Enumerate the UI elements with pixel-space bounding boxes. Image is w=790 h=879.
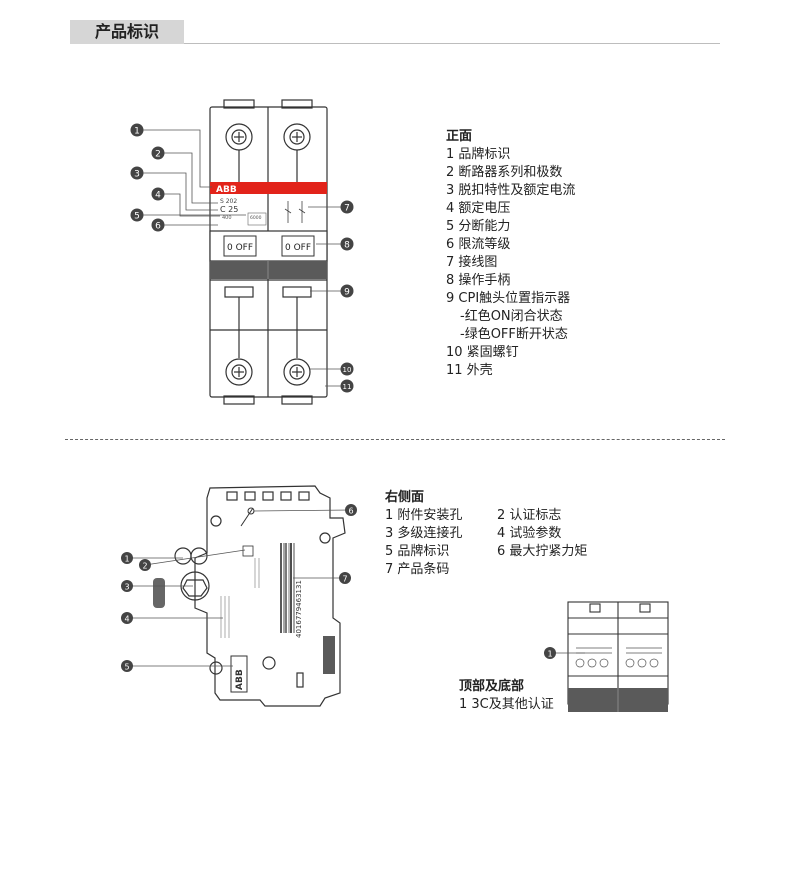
callout-9: 9 <box>340 284 354 298</box>
side-view-diagram: ABB 4016779463131 1 2 3 4 5 6 7 <box>121 485 357 707</box>
svg-text:5: 5 <box>134 212 140 222</box>
torque-icon <box>240 507 255 527</box>
callout-2: 2 <box>151 146 165 160</box>
side-legend-title: 右侧面 <box>385 490 425 505</box>
callout-4: 4 <box>151 187 165 201</box>
svg-text:1: 1 <box>134 127 140 137</box>
bottom-screw-right <box>283 297 311 386</box>
legend-item: 9 CPI触头位置指示器 <box>446 291 571 306</box>
svg-text:4: 4 <box>155 191 161 201</box>
svg-text:6: 6 <box>348 507 353 516</box>
legend-item: 4 额定电压 <box>446 201 511 216</box>
test-parameters <box>220 558 260 638</box>
top-screw-right <box>283 123 311 183</box>
header-rule <box>184 43 720 44</box>
side-leader-lines <box>127 509 352 667</box>
callout-5: 5 <box>130 208 144 222</box>
legend-item: 1 附件安装孔 <box>385 508 463 523</box>
top-bottom-view-diagram: 1 <box>544 601 669 712</box>
legend-item: 5 分断能力 <box>446 219 511 234</box>
side-lever <box>323 636 335 674</box>
side-clip <box>153 578 165 608</box>
legend-item: 6 最大拧紧力矩 <box>497 544 588 559</box>
legend-item: 2 认证标志 <box>497 508 562 523</box>
barcode-digits: 4016779463131 <box>295 580 303 638</box>
breaking-label: 6000 <box>250 215 262 221</box>
front-view-diagram: ABB S 202 C 25 400 6000 0 OFF 0 OFF <box>130 99 354 405</box>
legend-subitem: -绿色OFF断开状态 <box>460 327 568 342</box>
legend-item: 10 紧固螺钉 <box>446 345 519 360</box>
section-divider <box>65 439 725 440</box>
svg-text:10: 10 <box>343 366 352 374</box>
callout-7: 7 <box>340 200 354 214</box>
legend-item: 7 接线图 <box>446 255 498 270</box>
voltage-label: 400 <box>222 215 232 221</box>
legend-item: 5 品牌标识 <box>385 544 450 559</box>
side-brand-logo: ABB <box>235 669 245 690</box>
side-callout-3: 3 <box>121 580 133 592</box>
svg-text:9: 9 <box>344 288 350 298</box>
product-barcode <box>280 543 295 633</box>
callout-1: 1 <box>130 123 144 137</box>
svg-text:8: 8 <box>344 241 350 251</box>
side-callout-7: 7 <box>339 572 351 584</box>
svg-text:3: 3 <box>134 170 140 180</box>
cert-marks <box>575 647 662 668</box>
topbottom-legend-title: 顶部及底部 <box>459 679 525 694</box>
svg-text:6: 6 <box>155 222 161 232</box>
side-legend: 右侧面 1 附件安装孔 2 认证标志 3 多级连接孔 4 试验参数 5 品牌标识… <box>385 489 637 579</box>
handle-off-right: 0 OFF <box>285 243 311 253</box>
side-callout-2: 2 <box>139 559 151 571</box>
svg-text:3: 3 <box>124 583 129 592</box>
brand-band <box>210 182 327 194</box>
front-legend-title: 正面 <box>446 129 473 144</box>
brand-plate <box>230 655 248 693</box>
side-callout-4: 4 <box>121 612 133 624</box>
legend-item: 11 外壳 <box>446 363 493 378</box>
legend-item: 8 操作手柄 <box>446 273 511 288</box>
bottom-screw-left <box>225 297 253 386</box>
legend-subitem: -红色ON闭合状态 <box>460 309 563 324</box>
callout-3: 3 <box>130 166 144 180</box>
wiring-diagram <box>284 201 306 223</box>
legend-item: 1 品牌标识 <box>446 147 511 162</box>
legend-item: 3 脱扣特性及额定电流 <box>446 183 576 198</box>
legend-item <box>497 561 637 579</box>
legend-item: 6 限流等级 <box>446 237 511 252</box>
svg-text:5: 5 <box>124 663 129 672</box>
svg-text:2: 2 <box>155 150 161 160</box>
svg-text:1: 1 <box>124 555 129 564</box>
svg-text:11: 11 <box>343 383 352 391</box>
svg-text:2: 2 <box>142 562 147 571</box>
callout-11: 11 <box>340 379 354 393</box>
brand-logo: ABB <box>216 185 237 195</box>
legend-item: 2 断路器系列和极数 <box>446 165 563 180</box>
handle-off-left: 0 OFF <box>227 243 253 253</box>
side-callout-5: 5 <box>121 660 133 672</box>
svg-text:7: 7 <box>342 575 347 584</box>
callout-6: 6 <box>151 218 165 232</box>
svg-text:7: 7 <box>344 204 350 214</box>
rating-label: C 25 <box>220 205 238 214</box>
legend-item: 1 3C及其他认证 <box>459 697 554 712</box>
top-screw-left <box>225 123 253 183</box>
legend-item: 7 产品条码 <box>385 562 450 577</box>
top-callout-1: 1 <box>544 647 556 659</box>
legend-item: 3 多级连接孔 <box>385 526 463 541</box>
legend-item: 4 试验参数 <box>497 526 562 541</box>
callout-10: 10 <box>340 362 354 376</box>
side-callout-6: 6 <box>345 504 357 516</box>
cert-mark <box>242 545 254 557</box>
front-legend: 正面 1 品牌标识 2 断路器系列和极数 3 脱扣特性及额定电流 4 额定电压 … <box>446 128 575 380</box>
section-title: 产品标识 <box>70 20 184 44</box>
series-label: S 202 <box>220 198 237 205</box>
side-callout-1: 1 <box>121 552 133 564</box>
accessory-holes <box>174 547 208 565</box>
svg-text:1: 1 <box>547 650 552 659</box>
svg-text:4: 4 <box>124 615 129 624</box>
callout-8: 8 <box>340 237 354 251</box>
topbottom-legend: 顶部及底部 1 3C及其他认证 <box>459 678 554 714</box>
side-housing <box>194 485 346 707</box>
